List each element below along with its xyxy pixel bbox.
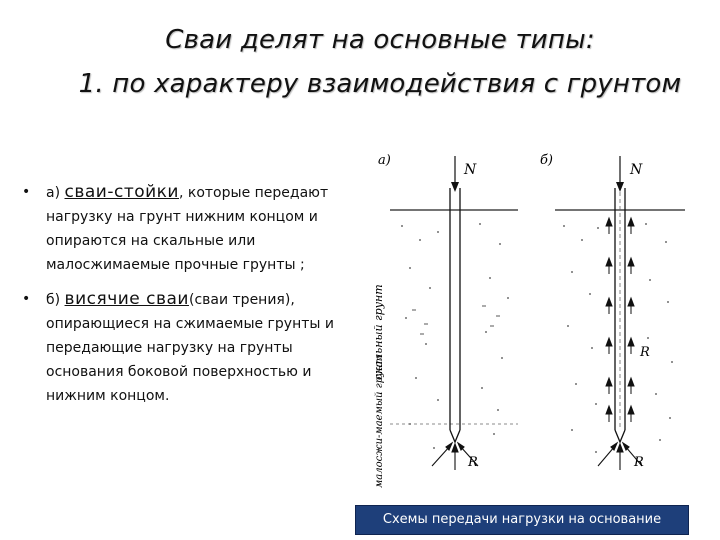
pile-b: [614, 188, 626, 444]
bullet-prefix: а): [46, 185, 65, 201]
bullet-item-a: • а) сваи-стойки, которые передают нагру…: [22, 180, 352, 277]
reaction-label-b-side: R: [639, 345, 650, 360]
pile-a: [449, 188, 461, 444]
soil-label-low: малосжи-маемый грунт: [374, 355, 385, 488]
title-line-2: 1. по характеру взаимодействия с грунтом: [78, 69, 682, 99]
diagram-caption: Схемы передачи нагрузки на основание: [355, 505, 689, 535]
soil-label-rock: скальный грунт: [372, 284, 385, 380]
pile-load-diagram: а) б) скальный грунт малосжи-маемый грун…: [372, 153, 685, 488]
reaction-label-a: R: [467, 455, 478, 470]
title-line-1: Сваи делят на основные типы:: [165, 25, 595, 55]
soil-dashes-a: [412, 305, 500, 335]
bullet-marker: •: [22, 184, 31, 200]
bullet-text: (сваи трения), опирающиеся на сжимаемые …: [46, 292, 334, 404]
reaction-label-b-tip: R: [633, 455, 644, 470]
load-arrow-b: [616, 156, 624, 192]
tip-reaction-arrows-b: [597, 441, 643, 470]
side-friction-arrows-b: [605, 216, 635, 422]
bullet-term: сваи-стойки: [64, 182, 179, 202]
bullet-term: висячие сваи: [64, 289, 189, 309]
bullet-item-b: • б) висячие сваи(сваи трения), опирающи…: [22, 287, 352, 408]
soil-texture-a: [401, 223, 509, 449]
load-arrow-a: [451, 156, 459, 192]
slide-title: Сваи делят на основные типы: 1. по харак…: [60, 18, 700, 106]
bullet-list: • а) сваи-стойки, которые передают нагру…: [22, 180, 352, 418]
load-label-b: N: [629, 162, 643, 178]
panel-b-label: б): [540, 153, 553, 168]
tip-reaction-arrows-a: [431, 441, 479, 470]
panel-a-label: а): [378, 153, 391, 168]
soil-texture-b: [563, 223, 673, 453]
bullet-text: , которые передают нагрузку на грунт ниж…: [46, 185, 329, 273]
bullet-prefix: б): [46, 292, 65, 308]
bullet-marker: •: [22, 291, 31, 307]
load-label-a: N: [463, 162, 477, 178]
